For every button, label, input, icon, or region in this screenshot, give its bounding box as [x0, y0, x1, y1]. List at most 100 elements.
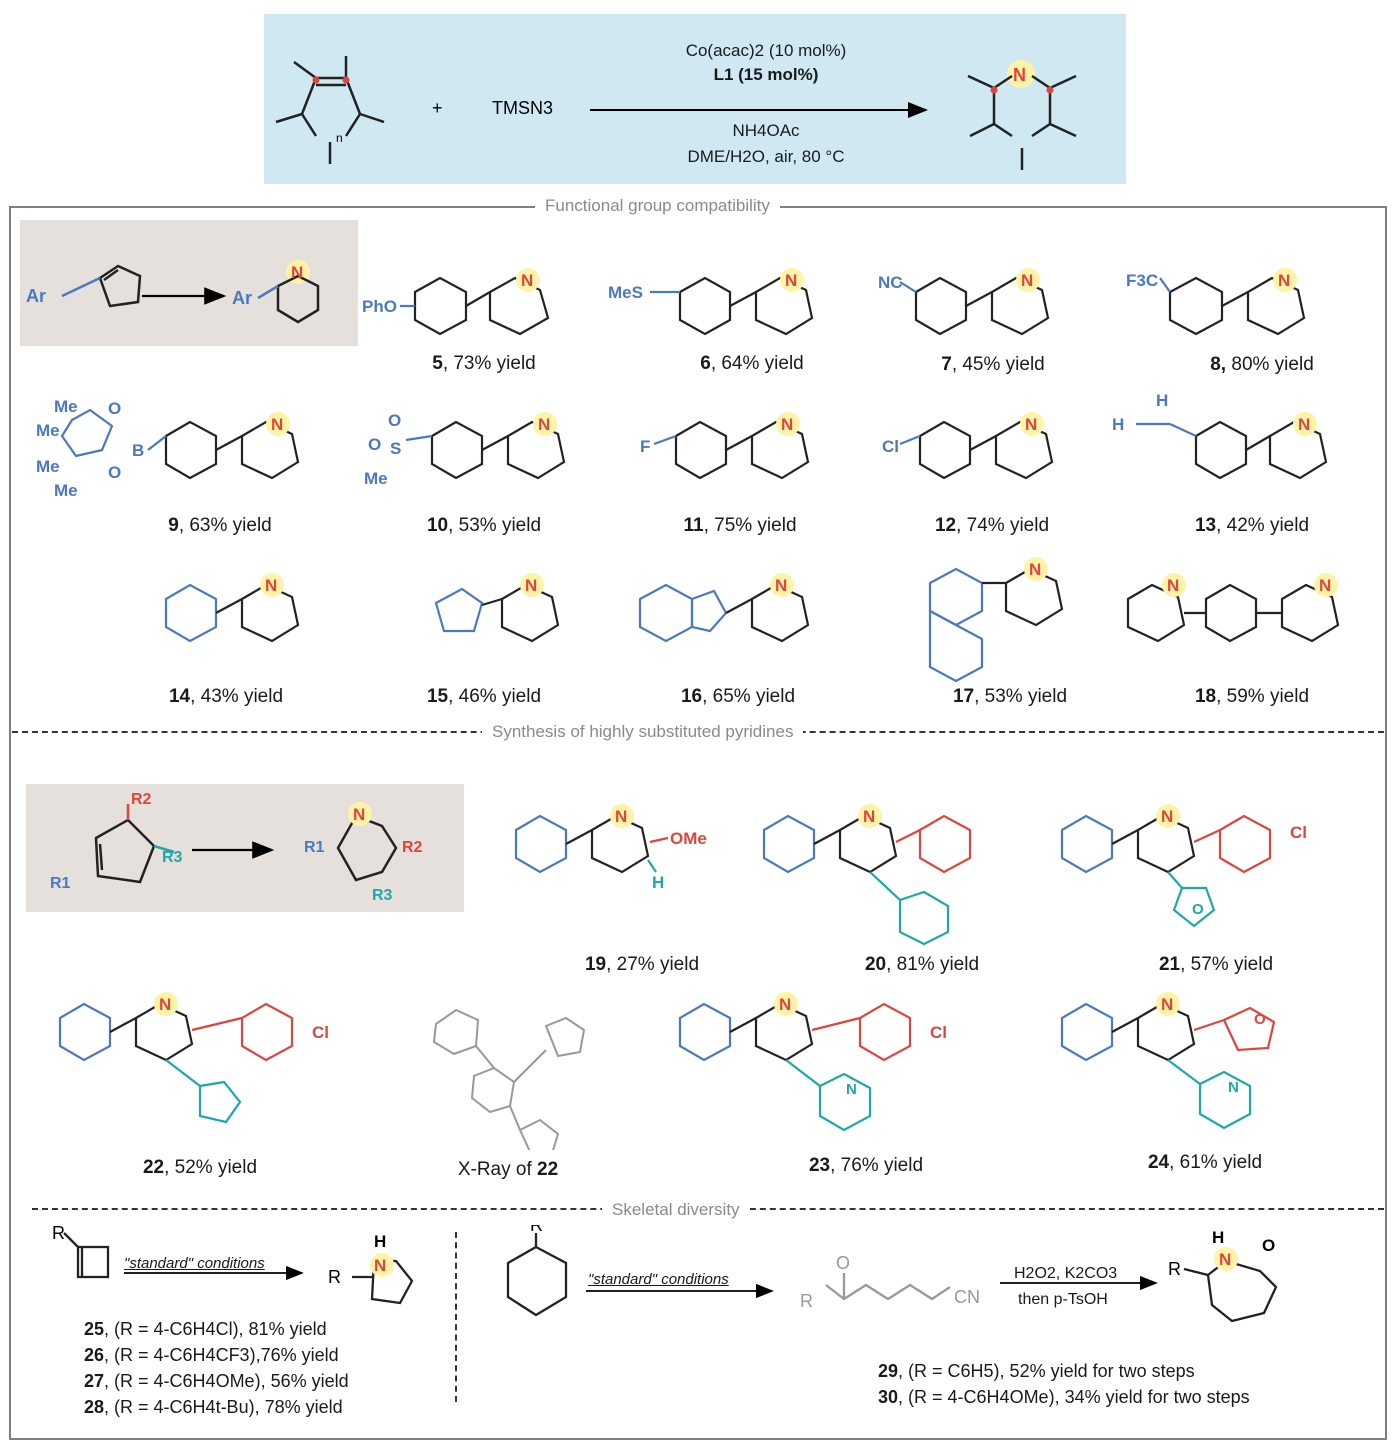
svg-text:N: N	[779, 995, 791, 1014]
svg-text:O: O	[1192, 901, 1204, 918]
sub-cl: Cl	[882, 437, 899, 456]
reagent-tsoh: then p-TsOH	[1018, 1291, 1108, 1308]
svg-text:N: N	[1161, 995, 1173, 1014]
svg-text:N: N	[1228, 1079, 1239, 1096]
svg-text:S: S	[390, 439, 401, 458]
svg-text:R3: R3	[372, 887, 393, 904]
yield-8: 8, 80% yield	[1210, 354, 1314, 375]
svg-text:N: N	[159, 995, 171, 1014]
svg-text:H: H	[374, 1232, 386, 1251]
svg-text:O: O	[368, 435, 381, 454]
cond-line4: DME/H2O, air, 80 °C	[687, 147, 845, 166]
item-26: 26, (R = 4-C6H4CF3),76% yield	[84, 1345, 339, 1366]
yield-16: 16, 65% yield	[680, 686, 796, 707]
svg-text:Me: Me	[36, 457, 60, 476]
yield-22: 22, 52% yield	[142, 1157, 258, 1178]
svg-text:O: O	[1254, 1011, 1266, 1028]
sub-pho: PhO	[362, 297, 397, 316]
yield-19: 19, 27% yield	[584, 954, 700, 975]
svg-text:Me: Me	[54, 481, 78, 500]
yield-10: 10, 53% yield	[426, 515, 542, 536]
svg-text:N: N	[1025, 415, 1037, 434]
svg-text:Me: Me	[364, 469, 388, 488]
standard-conditions-1: "standard" conditions	[124, 1255, 265, 1272]
svg-text:O: O	[108, 399, 121, 418]
svg-text:R1: R1	[50, 875, 71, 892]
plus-sign: +	[432, 98, 443, 118]
svg-text:R2: R2	[402, 839, 423, 856]
svg-text:N: N	[538, 415, 550, 434]
svg-text:B: B	[132, 441, 144, 460]
xray-label: X-Ray of 22	[457, 1159, 559, 1180]
scheme2-box	[26, 784, 464, 912]
section-title-sub: Synthesis of highly substituted pyridine…	[482, 722, 804, 742]
svg-text:R: R	[1168, 1259, 1181, 1279]
svg-text:Ar: Ar	[26, 286, 46, 306]
sub-cl-23: Cl	[930, 1023, 947, 1042]
svg-text:O: O	[836, 1253, 850, 1273]
svg-text:N: N	[521, 271, 533, 290]
list-25-28: 25, (R = 4-C6H4Cl), 81% yield 26, (R = 4…	[84, 1316, 349, 1420]
svg-text:Ar: Ar	[232, 288, 252, 308]
divider-v	[455, 1232, 457, 1402]
yield-13: 13, 42% yield	[1194, 515, 1310, 536]
svg-text:Me: Me	[54, 397, 78, 416]
svg-text:N: N	[785, 271, 797, 290]
sub-ome: OMe	[670, 829, 707, 848]
scheme1-drawing: Ar Ar N	[26, 260, 320, 324]
sub-cl-21: Cl	[1290, 823, 1307, 842]
cond-line1: Co(acac)2 (10 mol%)	[685, 41, 847, 60]
svg-text:N: N	[1298, 415, 1310, 434]
item-27: 27, (R = 4-C6H4OMe), 56% yield	[84, 1371, 349, 1392]
yield-17: 17, 53% yield	[952, 686, 1068, 707]
cond-line2: L1 (15 mol%)	[713, 65, 819, 84]
yield-5: 5, 73% yield	[432, 353, 536, 374]
sub-cl-22: Cl	[312, 1023, 329, 1042]
svg-text:N: N	[1167, 576, 1179, 595]
sub-f: F	[640, 437, 650, 456]
svg-text:R: R	[328, 1267, 341, 1287]
svg-text:N: N	[863, 807, 875, 826]
section-title-fg: Functional group compatibility	[535, 196, 780, 216]
skeletal-drawings: R R R R R O CN N H N H O	[52, 1225, 1278, 1323]
svg-text:N: N	[1319, 576, 1331, 595]
svg-text:R2: R2	[131, 791, 152, 808]
pyridine-ring	[967, 74, 1077, 170]
svg-text:N: N	[1161, 807, 1173, 826]
svg-text:N: N	[1029, 560, 1041, 579]
svg-text:N: N	[1021, 271, 1033, 290]
svg-text:N: N	[781, 415, 793, 434]
svg-text:Me: Me	[36, 421, 60, 440]
sub-h1: H	[1112, 415, 1124, 434]
reagent-h2o2: H2O2, K2CO3	[1014, 1265, 1118, 1282]
alkene-ring	[275, 56, 385, 164]
svg-text:R: R	[530, 1225, 543, 1235]
ring-n: n	[336, 131, 343, 145]
cond-line3: NH4OAc	[732, 121, 800, 140]
product-n: N	[1013, 65, 1026, 85]
item-29: 29, (R = C6H5), 52% yield for two steps	[878, 1361, 1195, 1381]
yield-23: 23, 76% yield	[808, 1155, 924, 1176]
svg-text:O: O	[108, 463, 121, 482]
svg-text:H: H	[1212, 1228, 1224, 1247]
svg-text:N: N	[525, 576, 537, 595]
sub-mes: MeS	[608, 283, 643, 302]
yield-20: 20, 81% yield	[864, 954, 980, 975]
svg-text:O: O	[388, 411, 401, 430]
svg-text:N: N	[291, 263, 303, 282]
svg-text:N: N	[353, 805, 365, 824]
yield-7: 7, 45% yield	[941, 354, 1045, 375]
svg-text:O: O	[1262, 1236, 1275, 1255]
svg-text:N: N	[775, 576, 787, 595]
yield-15: 15, 46% yield	[426, 686, 542, 707]
svg-text:N: N	[265, 576, 277, 595]
list-29-30: 29, (R = C6H5), 52% yield for two steps …	[878, 1358, 1250, 1410]
yield-21: 21, 57% yield	[1158, 954, 1274, 975]
scheme2-drawing: R2 R3 R1 R1 R2 R3 N	[50, 791, 423, 904]
svg-text:N: N	[615, 807, 627, 826]
yield-12: 12, 74% yield	[934, 515, 1050, 536]
xray-structure	[432, 1008, 586, 1150]
svg-text:N: N	[1219, 1250, 1231, 1269]
